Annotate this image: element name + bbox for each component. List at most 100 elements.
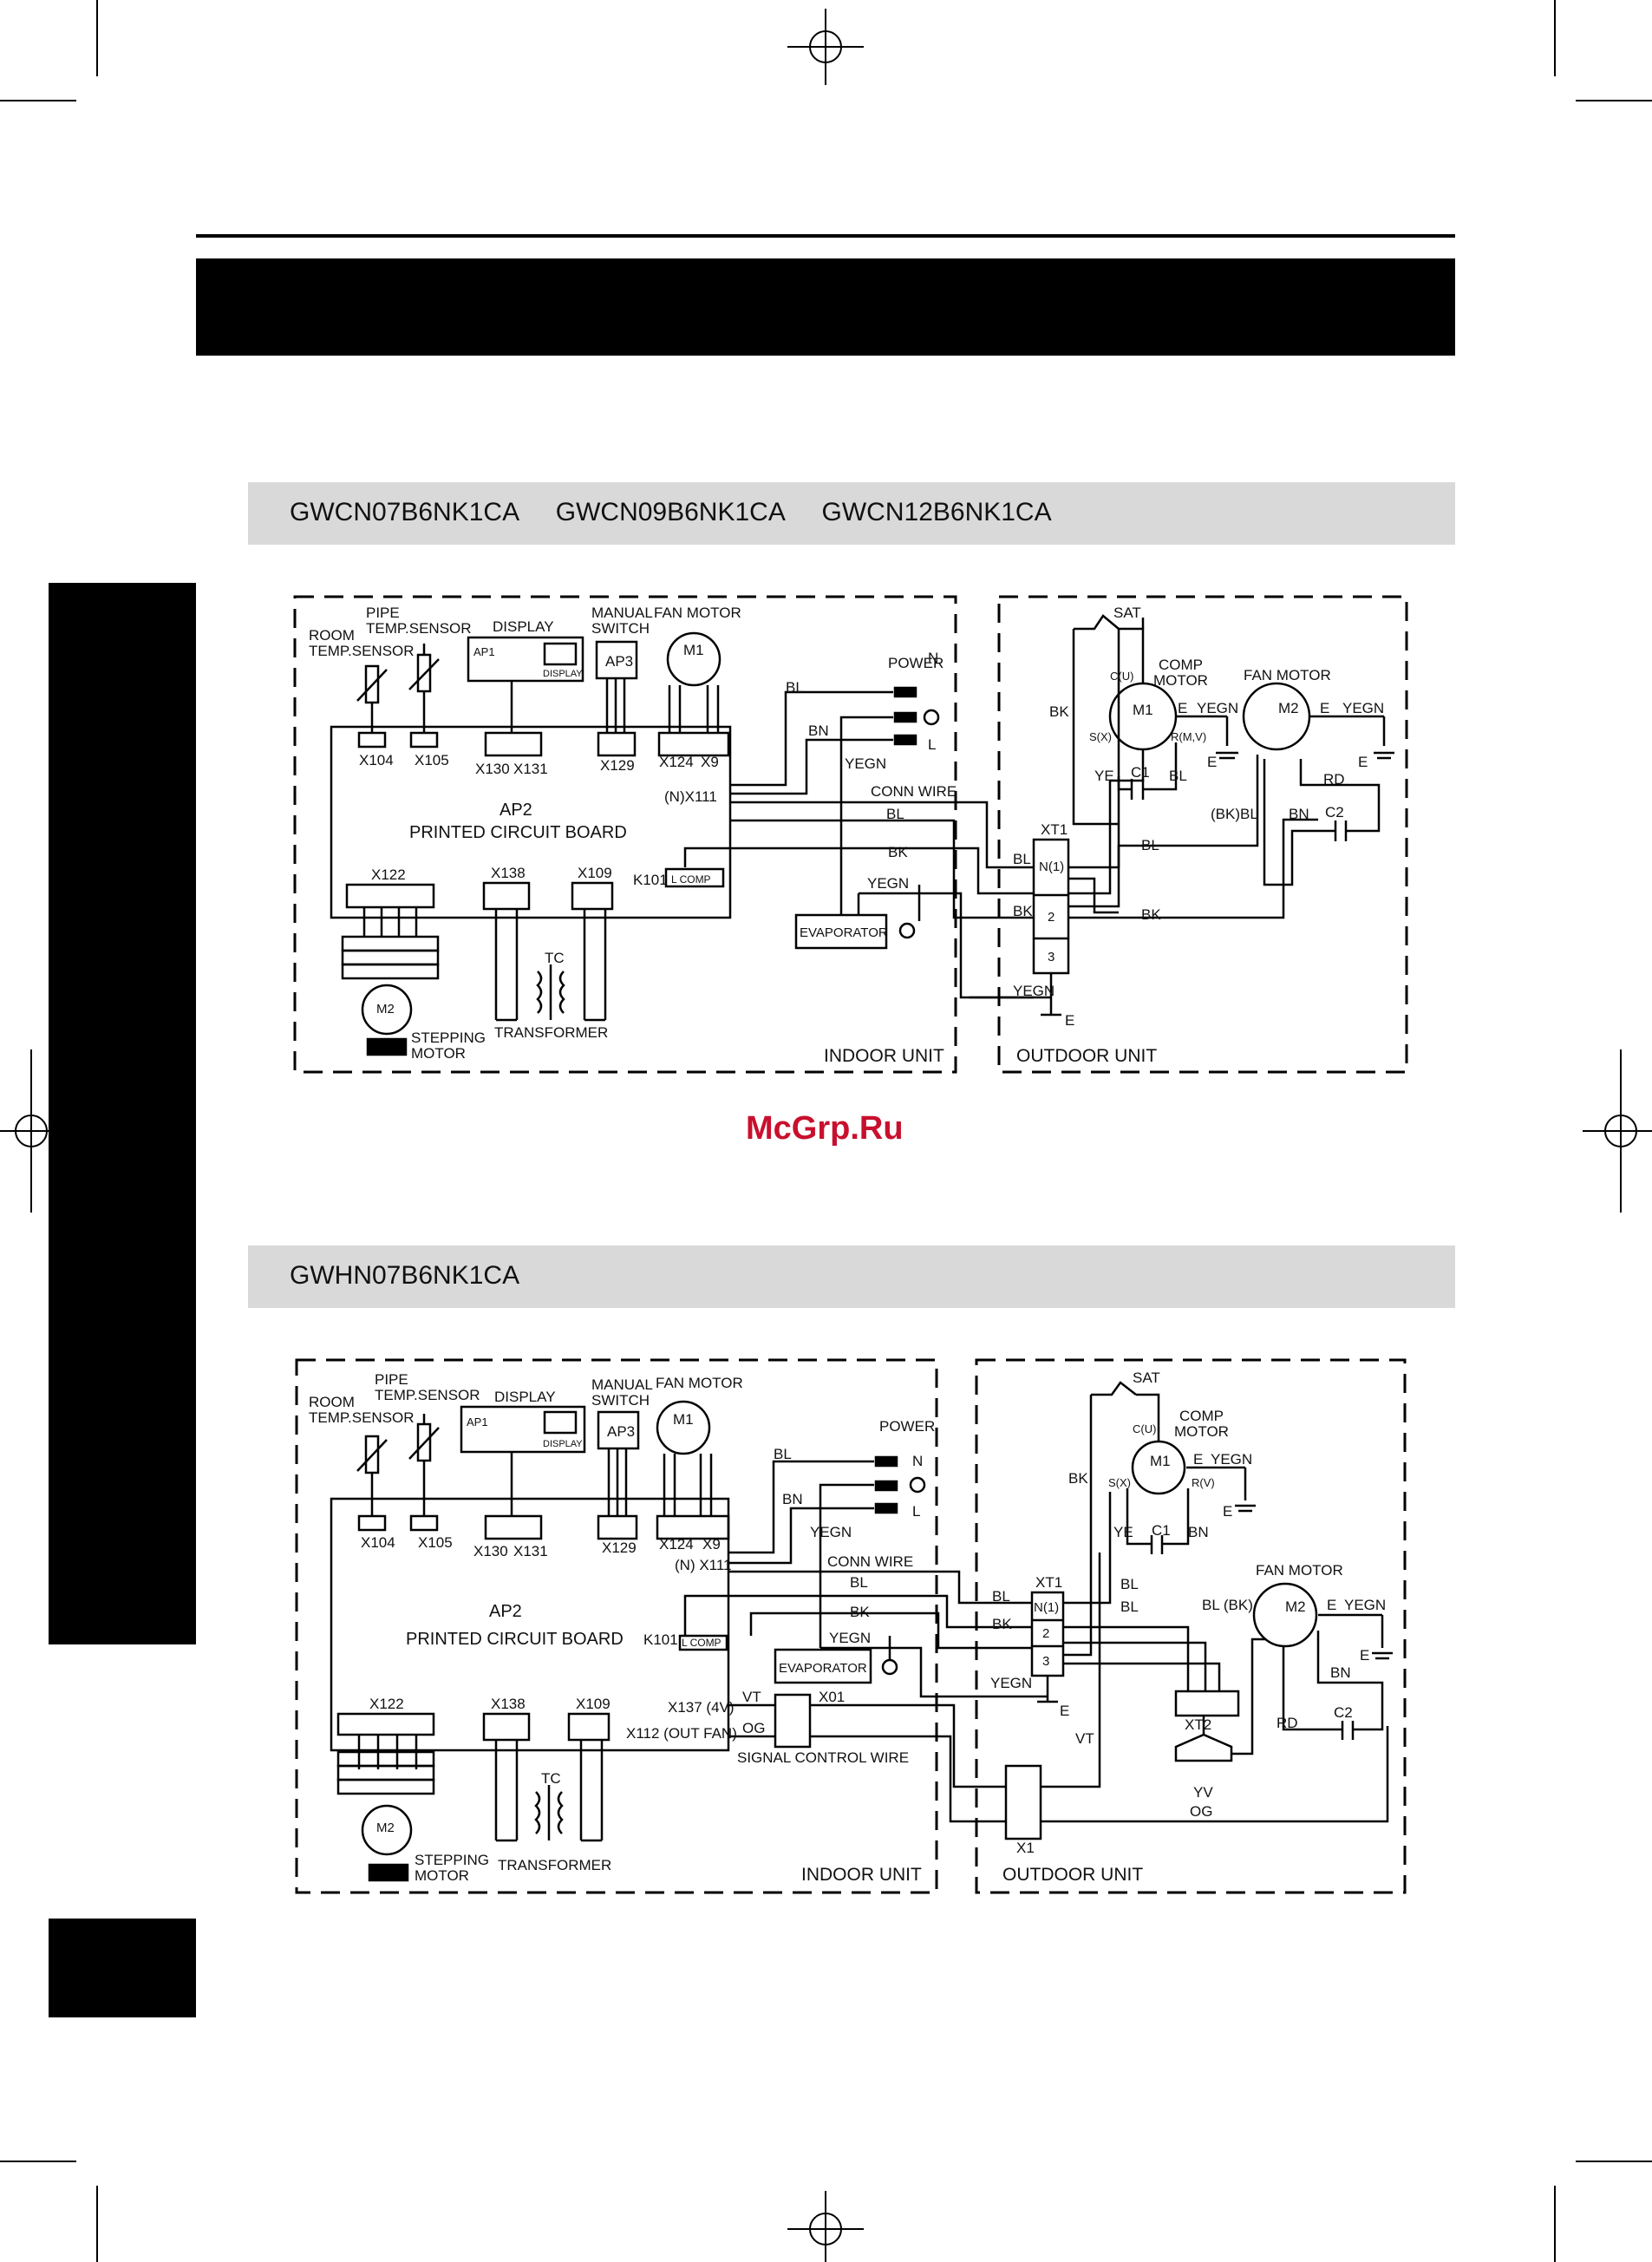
svg-text:BL: BL [850,1574,868,1591]
fan-motor-indoor-label-1: FAN MOTOR [654,605,741,621]
svg-text:R(M,V): R(M,V) [1171,730,1206,743]
svg-text:3: 3 [1048,950,1055,964]
svg-text:MOTOR: MOTOR [415,1867,469,1884]
conn-wire-label-1: CONN WIRE [871,783,957,800]
svg-text:XT2: XT2 [1185,1716,1211,1733]
svg-text:BL: BL [1120,1576,1139,1592]
svg-text:L COMP: L COMP [682,1637,722,1649]
svg-text:YEGN: YEGN [1344,1597,1386,1613]
power-label-2: POWER [879,1418,935,1435]
svg-text:X131: X131 [513,1543,548,1559]
svg-text:TEMP.SENSOR: TEMP.SENSOR [309,643,415,659]
svg-text:E: E [1178,700,1187,716]
stepping-motor-label-2: STEPPING [415,1852,489,1868]
display-label-1: DISPLAY [493,618,554,635]
svg-text:K101: K101 [633,872,668,888]
svg-text:BL: BL [992,1588,1010,1605]
svg-text:BL: BL [1013,851,1031,867]
svg-text:TEMP.SENSOR: TEMP.SENSOR [366,620,472,637]
svg-text:X105: X105 [418,1534,453,1551]
outdoor-unit-label-1: OUTDOOR UNIT [1016,1046,1157,1066]
svg-text:(BK)BL: (BK)BL [1211,806,1258,822]
svg-text:X137 (4V): X137 (4V) [668,1699,735,1716]
evaporator-label-1: EVAPORATOR [800,925,888,940]
svg-text:OG: OG [1190,1803,1212,1820]
svg-text:SAT: SAT [1113,605,1141,621]
stepping-motor-label-1: STEPPING [411,1030,486,1046]
svg-text:S(X): S(X) [1089,730,1112,743]
side-tab-upper [49,583,196,1644]
model-names-1: GWCN07B6NK1CA GWCN09B6NK1CA GWCN12B6NK1C… [290,498,1052,526]
xt1-label-1: XT1 [1041,821,1068,838]
room-sensor-label-2: ROOM [309,1394,355,1410]
svg-text:L: L [912,1503,920,1520]
svg-text:X138: X138 [491,865,526,881]
svg-text:E: E [1358,754,1368,770]
ap2-label-2: AP2 [489,1602,522,1621]
svg-text:N: N [912,1453,923,1469]
fan-motor-indoor-label-2: FAN MOTOR [656,1375,743,1391]
svg-text:AP3: AP3 [607,1423,635,1440]
svg-text:(N)X111: (N)X111 [664,788,717,805]
pcb-label-1: PRINTED CIRCUIT BOARD [409,823,627,842]
svg-text:YE: YE [1094,768,1114,784]
watermark: McGrp.Ru [746,1110,904,1147]
transformer-label-2: TRANSFORMER [498,1857,611,1873]
pipe-sensor-label-2: PIPE [375,1371,408,1388]
conn-wire-label-2: CONN WIRE [827,1553,913,1570]
svg-text:M1: M1 [1150,1453,1171,1469]
svg-text:BK: BK [1049,703,1069,720]
manual-switch-label-2: MANUAL [591,1376,653,1393]
svg-text:X109: X109 [578,865,612,881]
model-band-2: GWHN07B6NK1CA [248,1245,1455,1308]
model-band-1: GWCN07B6NK1CA GWCN09B6NK1CA GWCN12B6NK1C… [248,482,1455,545]
svg-text:M2: M2 [376,1821,395,1835]
svg-text:BL: BL [1120,1598,1139,1615]
svg-text:TC: TC [545,950,565,966]
svg-text:VT: VT [742,1689,761,1705]
svg-text:2: 2 [1048,910,1055,925]
svg-text:N: N [928,650,938,666]
svg-text:BN: BN [1188,1524,1209,1540]
svg-text:X9: X9 [702,1536,721,1553]
svg-text:R(V): R(V) [1192,1476,1215,1489]
pipe-sensor-label-1: PIPE [366,605,400,621]
svg-text:(N) X111: (N) X111 [675,1557,732,1573]
svg-text:2: 2 [1042,1626,1049,1641]
svg-text:DISPLAY: DISPLAY [543,1439,583,1449]
xt1-label-2: XT1 [1035,1574,1062,1591]
svg-text:TEMP.SENSOR: TEMP.SENSOR [375,1387,480,1403]
svg-text:E: E [1360,1647,1369,1664]
svg-text:E: E [1065,1012,1074,1029]
svg-text:M2: M2 [376,1002,395,1017]
svg-text:YE: YE [1113,1524,1133,1540]
svg-text:X124: X124 [659,1536,694,1553]
svg-text:BL (BK): BL (BK) [1202,1597,1253,1613]
svg-text:YEGN: YEGN [1342,700,1384,716]
svg-text:YEGN: YEGN [1211,1451,1252,1468]
svg-text:X1: X1 [1016,1840,1035,1856]
svg-text:MOTOR: MOTOR [1174,1423,1229,1440]
svg-text:X129: X129 [600,757,635,774]
ap2-label-1: AP2 [500,801,532,820]
svg-text:SAT: SAT [1133,1370,1160,1386]
svg-text:X131: X131 [513,761,548,777]
svg-text:X130: X130 [473,1543,508,1559]
svg-text:BK: BK [1141,906,1161,923]
svg-text:X104: X104 [359,752,394,768]
svg-text:E: E [1060,1703,1069,1719]
transformer-label-1: TRANSFORMER [494,1024,608,1041]
svg-text:X112 (OUT FAN): X112 (OUT FAN) [626,1725,737,1742]
comp-motor-label-1: COMP [1159,657,1203,673]
svg-text:BN: BN [808,722,829,739]
svg-text:X109: X109 [576,1696,611,1712]
svg-text:BL: BL [786,679,804,696]
svg-text:3: 3 [1042,1654,1049,1669]
svg-text:YEGN: YEGN [1013,983,1055,999]
svg-text:M1: M1 [1133,702,1153,718]
manual-switch-label-1: MANUAL [591,605,653,621]
svg-text:N(1): N(1) [1034,1600,1059,1615]
